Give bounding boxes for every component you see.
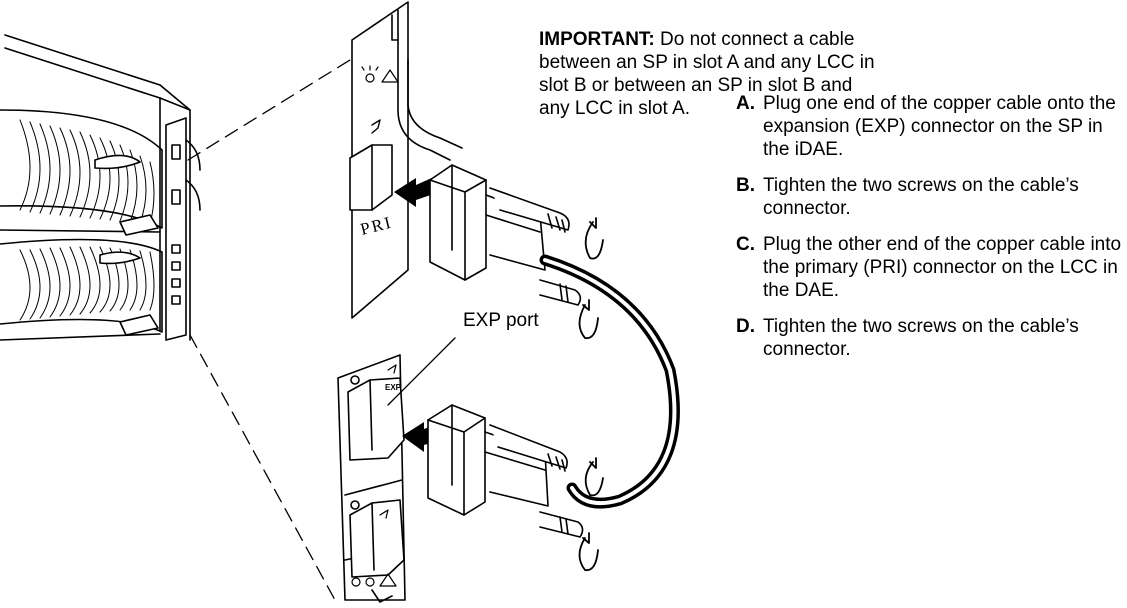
step-a: A. Plug one end of the copper cable onto… [728,92,1123,161]
lower-panel-tail [371,589,393,603]
lower-connector-socket [349,499,405,578]
network-icon [371,119,381,134]
step-text: Plug one end of the copper cable onto th… [763,93,1116,160]
important-label: IMPORTANT: [539,29,655,50]
sp-connector-panel [351,1,463,319]
led-indicator-icon [361,65,399,83]
exp-port-leader [387,337,456,406]
rear-io-panel-small [165,117,201,341]
lower-cable-connector [427,404,584,538]
zoom-lines [187,59,351,601]
pri-connector-socket [349,144,393,211]
step-d: D. Tighten the two screws on the cable’s… [728,315,1123,361]
bezel-latches [94,154,159,336]
exp-port-label: EXP port [463,310,539,331]
upper-cable-connector [429,164,582,306]
copper-cable [539,254,680,509]
step-c: C. Plug the other end of the copper cabl… [728,233,1123,302]
step-letter: B. [736,175,755,196]
rotate-arrows-lower [578,457,604,572]
step-text: Plug the other end of the copper cable i… [763,234,1122,301]
pri-panel-label: PRI [358,213,394,239]
storage-enclosure-stack [0,34,191,341]
step-text: Tighten the two screws on the cable’s co… [763,175,1079,219]
step-letter: C. [736,234,755,255]
exp-panel-label: EXP [385,383,402,392]
instruction-steps: A. Plug one end of the copper cable onto… [728,92,1123,374]
important-callout: IMPORTANT: Do not connect a cable betwee… [539,28,879,120]
step-text: Tighten the two screws on the cable’s co… [763,316,1079,360]
bezel-grille-lower [19,246,155,321]
step-b: B. Tighten the two screws on the cable’s… [728,174,1123,220]
step-letter: A. [736,93,755,114]
step-letter: D. [736,316,755,337]
important-text: Do not connect a cable between an SP in … [539,29,875,119]
rotate-arrows-upper [578,217,604,340]
port-label-icons [351,364,397,587]
exp-connector-socket [347,377,405,461]
